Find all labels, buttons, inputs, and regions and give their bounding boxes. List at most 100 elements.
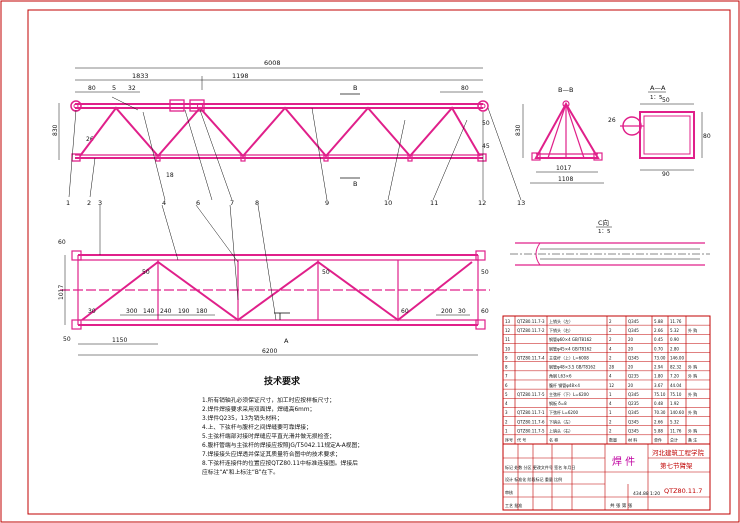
bom-total-weight: 0.90: [670, 337, 679, 342]
bom-mat: Q345: [628, 355, 639, 360]
dim-top-26: 26: [86, 136, 94, 143]
bom-qty: 1: [609, 392, 612, 397]
bom-mat: 20: [628, 346, 634, 351]
bom-no: 1: [505, 429, 508, 434]
dim-side-height: 1017: [58, 285, 65, 300]
bom-qty: 数量: [609, 437, 617, 443]
bom-note: 外 购: [688, 364, 697, 370]
bom-qty: 4: [609, 401, 612, 406]
bom-mat: 材 料: [628, 437, 637, 443]
bom-unit-weight: 73.00: [654, 355, 666, 360]
tb-sheet: 共 张 第 张: [610, 502, 633, 509]
dim-side-total: 6200: [262, 348, 277, 355]
section-aa-50: 50: [662, 97, 670, 104]
dim-side-60: 60: [58, 239, 66, 246]
bom-total-weight: 75.10: [670, 392, 682, 397]
title-block: 标记 处数 分区 更改文件号 签名 年月日 设计 标准化 阶段标记 重量 比例 …: [502, 443, 711, 511]
bom-code: QTZ80.11.7-3: [517, 319, 545, 324]
dim-top-left: 1833: [132, 72, 149, 80]
bom-no: 2: [505, 419, 508, 424]
bom-total-weight: 5.32: [670, 419, 679, 424]
bom-note: 备 注: [688, 437, 697, 443]
bom-no: 9: [505, 355, 508, 360]
dim-top-mid: 1198: [232, 72, 249, 80]
callout-3: 3: [98, 199, 102, 207]
technical-requirements: 技术要求 1.所有销轴孔必须保证尺寸，加工时应按样板尺寸； 2.焊件焊接要求采用…: [202, 375, 363, 476]
bom-note: 外 购: [688, 373, 697, 379]
callout-4: 4: [162, 199, 166, 207]
bom-total-weight: 总计: [670, 437, 678, 443]
callout-9: 9: [325, 199, 329, 207]
tech-line-1: 1.所有销轴孔必须保证尺寸，加工时应按样板尺寸；: [202, 396, 335, 404]
bom-unit-weight: 1.80: [654, 374, 663, 379]
section-aa-26: 26: [608, 117, 616, 124]
callout-1: 1: [66, 199, 70, 207]
tech-line-6: 6.腹杆管端与主弦杆的焊接应按照JG/T5042.11规定A-A视图；: [202, 441, 363, 449]
dim-side-240: 240: [160, 308, 172, 315]
bom-name: 钢管φ48×3.5 GB/T8162: [549, 364, 596, 370]
detail-c-scale: 1：5: [598, 229, 611, 235]
bom-name: 钢管φ60×4 GB/T8162: [549, 336, 592, 342]
tech-line-8: 8.下弦杆连接件的位置应按QTZ80.11中标准连接图。焊接后: [202, 459, 358, 467]
bom-name: 角钢 L63×6: [549, 373, 572, 379]
top-view: 6008 1833 1198 80 32 80 830 26 18 45: [52, 59, 525, 207]
bom-qty: 2: [609, 419, 612, 424]
dim-top-total: 6008: [264, 59, 281, 67]
bom-total-weight: 11.76: [670, 429, 682, 434]
callout-11: 11: [430, 199, 438, 207]
tb-row4: 工艺 批准: [505, 502, 522, 508]
bom-name: 钢板 δ=8: [549, 400, 567, 406]
bom-unit-weight: 70.30: [654, 410, 666, 415]
section-bb-w-inner: 1017: [556, 165, 571, 172]
bom-name: 名 称: [549, 437, 558, 443]
bom-qty: 1: [609, 410, 612, 415]
bom-code: QTZ80.11.7-2: [517, 328, 545, 333]
dim-top-18: 18: [166, 172, 174, 179]
tb-row2: 设计 标准化 阶段标记 重量 比例: [505, 476, 562, 482]
bom-code: QTZ80.11.7-1: [517, 410, 545, 415]
dim-top-80-right: 80: [461, 85, 469, 92]
top-left-pin-icon: [70, 100, 82, 112]
bom-qty: 12: [609, 383, 615, 388]
section-bb-title: B—B: [558, 86, 573, 94]
bom-unit-weight: 0.70: [654, 346, 663, 351]
tech-line-7: 7.焊接接头应焊透并保证其质量符合图中的技术要求；: [202, 450, 341, 458]
dim-side-30-left: 30: [88, 308, 96, 315]
bom-total-weight: 1.92: [670, 401, 679, 406]
bom-note: 外 购: [688, 391, 697, 397]
callout-6: 6: [196, 199, 200, 207]
bom-mat: Q345: [628, 429, 639, 434]
bom-code: QTZ80.11.7-6: [517, 419, 545, 424]
bom-unit-weight: 2.94: [654, 365, 663, 370]
dim-side-1150: 1150: [112, 337, 127, 344]
dim-side-300: 300: [126, 308, 138, 315]
tech-line-3: 3.焊件Q235，13为销头材料；: [202, 414, 283, 422]
bom-no: 12: [505, 328, 511, 333]
bom-name: 下销头（左）: [549, 418, 573, 424]
bom-header-row: 序号代 号名 称数量材 料单件总计备 注: [505, 437, 697, 443]
bom-mat: Q345: [628, 419, 639, 424]
section-aa-scale: 1：5: [650, 95, 663, 101]
bom-total-weight: 140.60: [670, 410, 684, 415]
dim-side-180: 180: [196, 308, 208, 315]
section-bb: B—B 830 1017 1108: [515, 86, 604, 184]
bom-qty: 2: [609, 337, 612, 342]
tb-drawing-no: QTZ80.11.7: [664, 487, 702, 495]
bom-no: 13: [505, 319, 511, 324]
bom-total-weight: 146.00: [670, 355, 684, 360]
bom-no: 5: [505, 392, 508, 397]
dim-top-45: 45: [482, 143, 490, 150]
callout-8: 8: [255, 199, 259, 207]
section-aa-title: A—A: [650, 84, 666, 92]
tech-line-4: 4.上、下弦杆与腹杆之间焊缝要可靠焊接；: [202, 423, 312, 431]
bom-code: QTZ80.11.7-4: [517, 355, 545, 360]
bom-name: 主弦杆（上）L=6008: [549, 354, 589, 360]
dim-side-50-left: 50: [63, 336, 71, 343]
